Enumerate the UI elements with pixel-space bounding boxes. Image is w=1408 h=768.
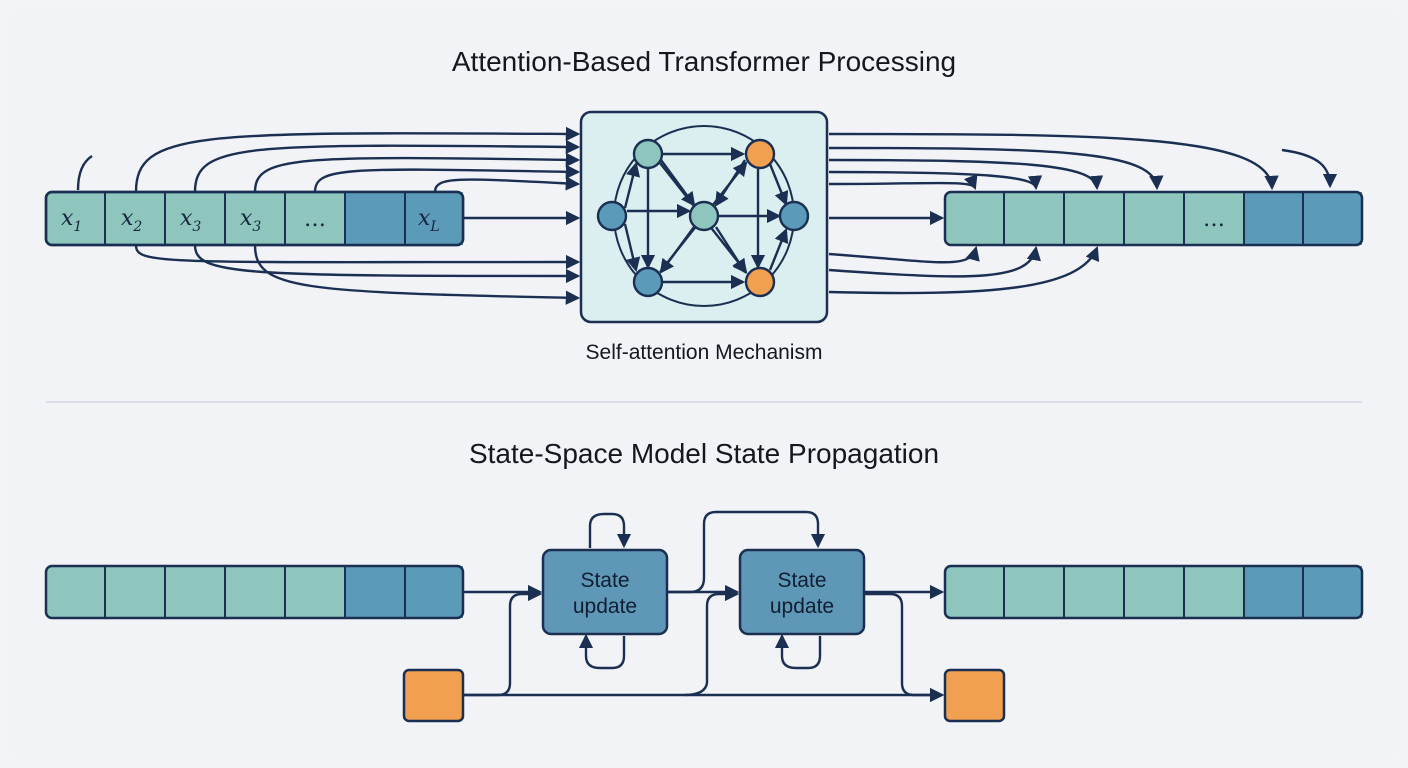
input-token-labels: x1 x2 x3 x3 … xL [61,206,440,235]
bottom-section-title: State-Space Model State Propagation [469,438,939,469]
final-state-square [943,668,1006,723]
input-to-attention-arrows [76,126,581,305]
self-attention-caption: Self-attention Mechanism [586,341,823,364]
input-token-ellipsis: … [304,207,326,232]
node-bottom-right [744,266,776,298]
output-token-strip: … [943,190,1364,247]
node-left [596,200,628,232]
node-top-left [632,138,664,170]
node-right [778,200,810,232]
node-top-right [744,138,776,170]
top-section-title: Attention-Based Transformer Processing [452,46,956,77]
state-update-box-2: State update [738,548,866,636]
attention-to-output-arrows [828,132,1338,295]
ssm-flow-arrows [463,510,945,703]
ssm-input-strip [44,564,465,620]
attention-graph-nodes [596,138,810,298]
input-token-4: x3 [240,206,261,235]
input-token-L: xL [418,206,440,235]
input-token-2: x2 [121,206,142,235]
output-token-ellipsis: … [1203,207,1225,232]
state-update-1-line1: State [580,569,629,592]
ssm-output-strip [943,564,1364,620]
node-center [688,200,720,232]
node-bottom-left [632,266,664,298]
initial-state-square [402,668,465,723]
state-update-1-line2: update [573,595,637,618]
state-update-2-line2: update [770,595,834,618]
state-update-2-line1: State [777,569,826,592]
input-token-3: x3 [180,206,201,235]
state-update-box-1: State update [541,548,669,636]
input-token-1: x1 [61,206,82,235]
